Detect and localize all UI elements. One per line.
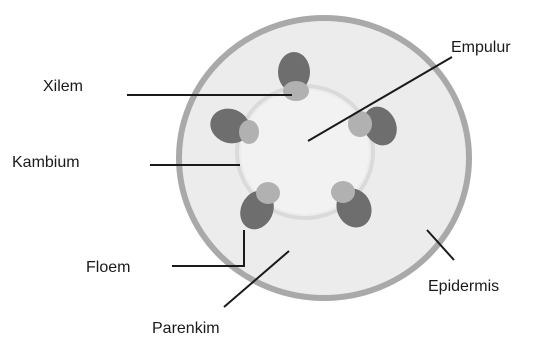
label-floem: Floem: [86, 259, 130, 276]
xylem-patch: [331, 181, 355, 203]
label-xilem: Xilem: [43, 78, 83, 95]
xylem-patch: [283, 81, 309, 101]
label-epidermis: Epidermis: [428, 278, 499, 295]
label-empulur: Empulur: [451, 39, 511, 56]
xylem-patch: [256, 182, 280, 204]
label-parenkim: Parenkim: [152, 320, 220, 337]
label-kambium: Kambium: [12, 154, 80, 171]
xylem-patch: [239, 120, 259, 144]
